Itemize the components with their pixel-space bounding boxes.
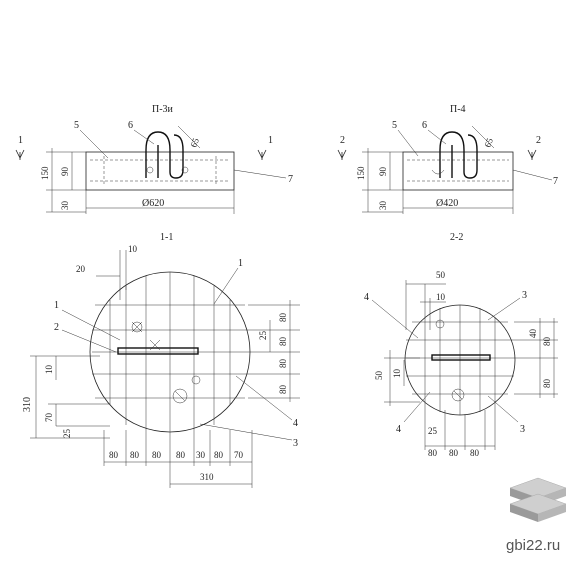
plan-2-2-top10: 10 (436, 292, 446, 302)
plan-2-2-b25: 25 (428, 426, 438, 436)
plan-1-1-l10: 10 (44, 365, 54, 375)
plan-1-1-r80d: 80 (278, 385, 288, 395)
plan-1-1-l70: 70 (44, 413, 54, 423)
p3-h-top: 90 (60, 167, 70, 177)
plan-2-2: 50 10 40 80 80 50 10 25 80 80 80 4 (364, 270, 558, 458)
plan-1-1-b80e: 80 (214, 450, 224, 460)
plate-p4-mark: П-4 (450, 104, 466, 115)
plate-p3-mark: П-3и (152, 104, 174, 115)
p4-h-top: 90 (378, 167, 388, 177)
p3-diameter: Ø620 (142, 198, 164, 209)
plan-2-2-loop (431, 354, 491, 361)
plan-2-2-l10: 10 (392, 369, 402, 379)
plan-2-2-r40: 40 (528, 329, 538, 339)
p3-h-bottom: 30 (60, 201, 70, 211)
p3-callout-6: 6 (128, 120, 133, 131)
p3-h-total: 150 (40, 166, 50, 180)
plan-1-1-callout-1: 1 (54, 300, 59, 311)
plate-p4-elevation: П-4 150 90 30 Ø420 65 2 2 5 6 7 (337, 104, 558, 214)
p4-section-right: 2 (536, 135, 541, 146)
plan-1-1-top20: 20 (76, 264, 86, 274)
plan-2-2-callout-3a: 3 (522, 290, 527, 301)
plate-p4-body (402, 151, 514, 191)
plan-2-2-b80b: 80 (449, 448, 459, 458)
plan-1-1-r80a: 80 (278, 313, 288, 323)
plan-2-2-callout-4b: 4 (396, 424, 401, 435)
plan-1-1-b80d: 80 (176, 450, 186, 460)
plan-1-1-b310: 310 (200, 472, 214, 482)
plan-1-1-b80c: 80 (152, 450, 162, 460)
watermark-text: gbi22.ru (506, 537, 560, 554)
p3-section-left: 1 (18, 135, 23, 146)
plan-1-1-l25: 25 (62, 429, 72, 439)
section-title-2-2: 2-2 (450, 232, 463, 243)
plan-1-1-b80b: 80 (130, 450, 140, 460)
plan-1-1-top10: 10 (128, 244, 138, 254)
p4-callout-6: 6 (422, 120, 427, 131)
plan-1-1-r80c: 80 (278, 359, 288, 369)
p3-callout-5: 5 (74, 120, 79, 131)
plan-1-1-callout-2: 2 (54, 322, 59, 333)
plan-2-2-b80c: 80 (470, 448, 480, 458)
p4-diameter: Ø420 (436, 198, 458, 209)
plan-1-1-loop (117, 347, 199, 355)
plan-2-2-r80b: 80 (542, 379, 552, 389)
plan-2-2-callout-3b: 3 (520, 424, 525, 435)
p4-loop-dim: 65 (482, 136, 495, 148)
plate-p3-loop (145, 131, 184, 179)
plan-1-1: 310 10 70 25 10 20 25 80 80 80 80 (22, 244, 300, 488)
plan-1-1-b30: 30 (196, 450, 206, 460)
p3-section-right: 1 (268, 135, 273, 146)
p3-callout-7: 7 (288, 174, 293, 185)
plan-2-2-r80a: 80 (542, 337, 552, 347)
plan-1-1-b80a: 80 (109, 450, 119, 460)
plan-2-2-l50: 50 (374, 371, 384, 381)
plan-1-1-r80b: 80 (278, 337, 288, 347)
section-title-1-1: 1-1 (160, 232, 173, 243)
plan-1-1-l310: 310 (22, 397, 33, 412)
plan-2-2-callout-4a: 4 (364, 292, 369, 303)
p4-section-left: 2 (340, 135, 345, 146)
plan-2-2-top50: 50 (436, 270, 446, 280)
plan-1-1-callout-4: 4 (293, 418, 298, 429)
p4-h-total: 150 (356, 166, 366, 180)
plate-p3-elevation: П-3и 150 90 30 Ø620 65 1 1 (15, 104, 293, 214)
p3-loop-dim: 65 (188, 136, 201, 148)
plate-p3-body (85, 151, 235, 191)
watermark-logo: gbi22.ru (506, 477, 567, 554)
plan-1-1-callout-1b: 1 (238, 258, 243, 269)
plan-1-1-callout-3: 3 (293, 438, 298, 449)
p4-callout-5: 5 (392, 120, 397, 131)
p4-callout-7: 7 (553, 176, 558, 187)
plate-p4-loop (439, 131, 478, 179)
plan-1-1-r25: 25 (258, 331, 268, 341)
plan-1-1-b70: 70 (234, 450, 244, 460)
plan-2-2-b80a: 80 (428, 448, 438, 458)
p4-h-bottom: 30 (378, 201, 388, 211)
